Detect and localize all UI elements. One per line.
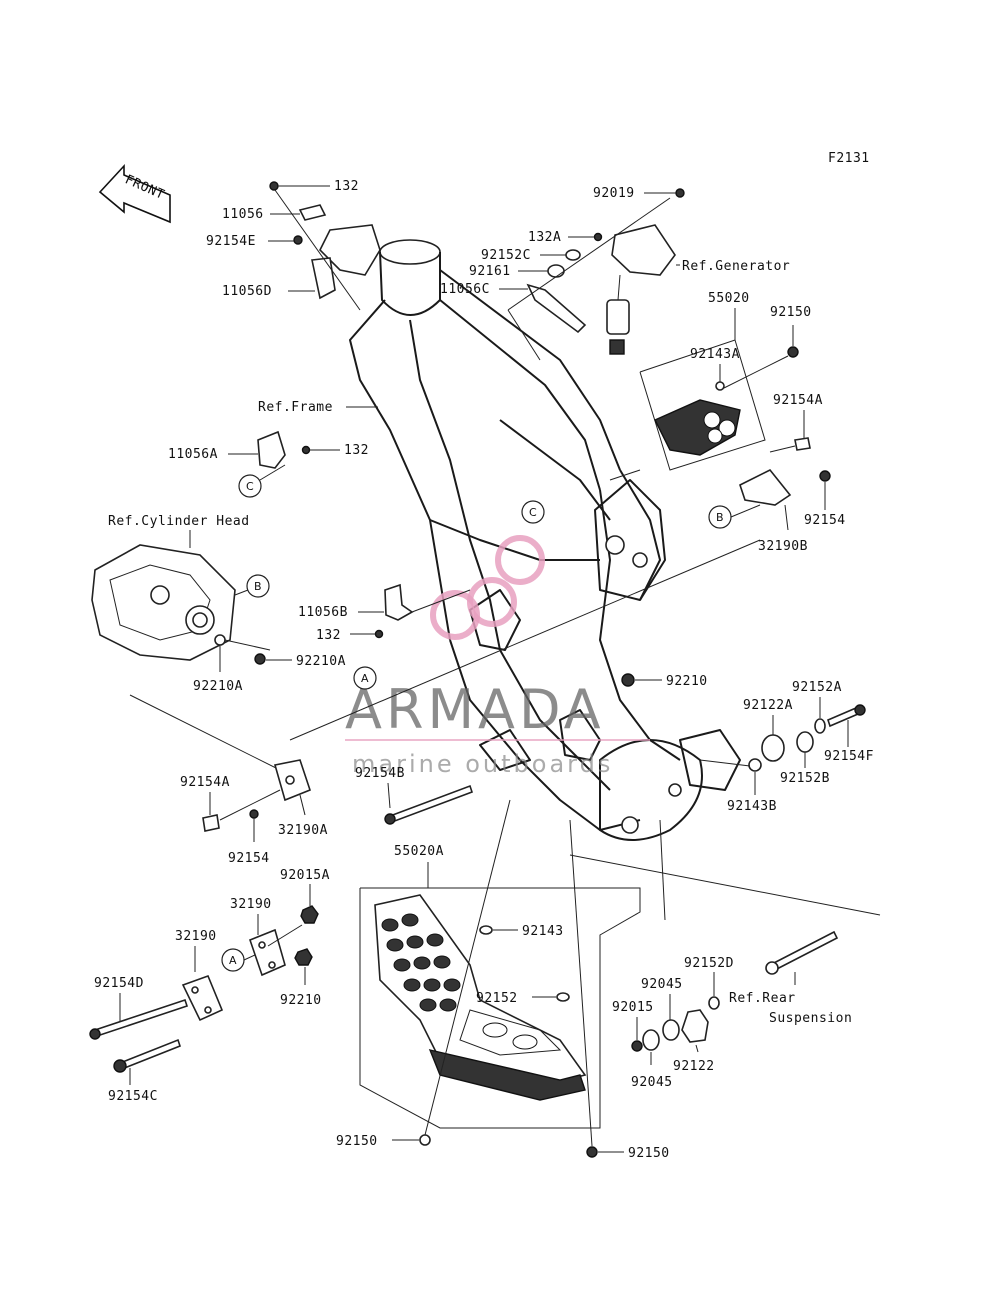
right-lower-mount-group: 92152A 92122A 92152B 92154F 92143B: [699, 680, 874, 814]
ref-generator: Ref.Generator: [682, 259, 790, 274]
label-92045-a: 92045: [641, 977, 683, 992]
label-32190A: 32190A: [278, 823, 328, 838]
label-92152: 92152: [476, 991, 518, 1006]
svg-text:B: B: [716, 511, 724, 524]
label-92143B: 92143B: [727, 799, 777, 814]
watermark: ARMADA marine outboards: [345, 535, 650, 778]
label-92152D: 92152D: [684, 956, 734, 971]
label-92161: 92161: [469, 264, 511, 279]
label-92150-low-right: 92150: [628, 1146, 670, 1161]
label-132A: 132A: [528, 230, 561, 245]
svg-text:C: C: [529, 506, 537, 519]
label-92154A-left: 92154A: [180, 775, 230, 790]
label-92045-b: 92045: [631, 1075, 673, 1090]
svg-text:B: B: [254, 580, 262, 593]
figure-code: F2131: [828, 151, 870, 166]
front-arrow-icon: FRONT: [98, 163, 171, 224]
label-92154F: 92154F: [824, 749, 874, 764]
label-92152B: 92152B: [780, 771, 830, 786]
left-lower-mount-group: 92154A 32190A 92154 92154B: [180, 759, 474, 866]
label-92210A-a: 92210A: [296, 654, 346, 669]
label-92210-mid: 92210: [666, 674, 708, 689]
ref-cylinder-head: Ref.Cylinder Head: [108, 514, 250, 529]
callout-C-left: [238, 474, 262, 498]
label-92122: 92122: [673, 1059, 715, 1074]
svg-text:C: C: [246, 480, 254, 493]
frame-drawing: [349, 239, 741, 841]
upper-bracket-group: 132 11056 92154E 11056D: [206, 179, 381, 311]
callout-B-left: [246, 574, 270, 598]
label-11056: 11056: [222, 207, 264, 222]
label-55020: 55020: [708, 291, 750, 306]
watermark-brand: ARMADA: [345, 678, 605, 741]
label-92150-low-left: 92150: [336, 1134, 378, 1149]
label-132-mid: 132: [344, 443, 369, 458]
label-92154-left: 92154: [228, 851, 270, 866]
label-92210A-b: 92210A: [193, 679, 243, 694]
right-upper-mount-group: 92154A 92154 32190B B: [708, 393, 846, 554]
cover-55020-group: 55020 92150 92143A: [609, 291, 812, 481]
label-92154A-right: 92154A: [773, 393, 823, 408]
ref-rear-1: Ref.Rear: [729, 991, 796, 1006]
label-32190-a: 32190: [230, 897, 272, 912]
callout-C-frame: [521, 500, 545, 524]
label-92210-low: 92210: [280, 993, 322, 1008]
label-92152C: 92152C: [481, 248, 531, 263]
bottom-left-bracket-group: 92015A 32190 92210 A 32190 92154D 92154C: [89, 868, 330, 1104]
label-132-top: 132: [334, 179, 359, 194]
generator-bracket-group: 92019 132A 92152C 92161 11056C Ref.Gener…: [440, 186, 790, 361]
rear-suspension-group: Ref.Rear Suspension 92152D 92045 92122 9…: [569, 819, 881, 1090]
label-92154D: 92154D: [94, 976, 144, 991]
label-92015A: 92015A: [280, 868, 330, 883]
bracket-11056A-group: 11056A 132 C: [168, 430, 369, 498]
svg-text:A: A: [361, 672, 369, 685]
cylinder-head-group: Ref.Cylinder Head B 92210A 92210A: [91, 514, 346, 694]
label-11056C: 11056C: [440, 282, 490, 297]
ref-frame: Ref.Frame: [258, 400, 333, 415]
watermark-tagline: marine outboards: [352, 750, 613, 778]
label-11056D: 11056D: [222, 284, 272, 299]
label-92154B: 92154B: [355, 766, 405, 781]
bracket-11056B-group: 11056B 132: [298, 583, 471, 643]
label-92143: 92143: [522, 924, 564, 939]
label-92122A: 92122A: [743, 698, 793, 713]
label-55020A: 55020A: [394, 844, 444, 859]
label-92143A: 92143A: [690, 347, 740, 362]
label-92015: 92015: [612, 1000, 654, 1015]
label-32190B: 32190B: [758, 539, 808, 554]
ref-rear-2: Suspension: [769, 1011, 852, 1026]
label-92152A: 92152A: [792, 680, 842, 695]
label-92019: 92019: [593, 186, 635, 201]
callout-A-main: [353, 666, 377, 690]
label-11056B: 11056B: [298, 605, 348, 620]
label-11056A: 11056A: [168, 447, 218, 462]
svg-text:A: A: [229, 954, 237, 967]
label-92154E: 92154E: [206, 234, 256, 249]
label-92154-right: 92154: [804, 513, 846, 528]
label-92154C: 92154C: [108, 1089, 158, 1104]
skid-plate-group: 55020A 92143 92152 92150 92150: [336, 799, 670, 1161]
label-32190-b: 32190: [175, 929, 217, 944]
label-92150-top: 92150: [770, 305, 812, 320]
label-132-lower: 132: [316, 628, 341, 643]
